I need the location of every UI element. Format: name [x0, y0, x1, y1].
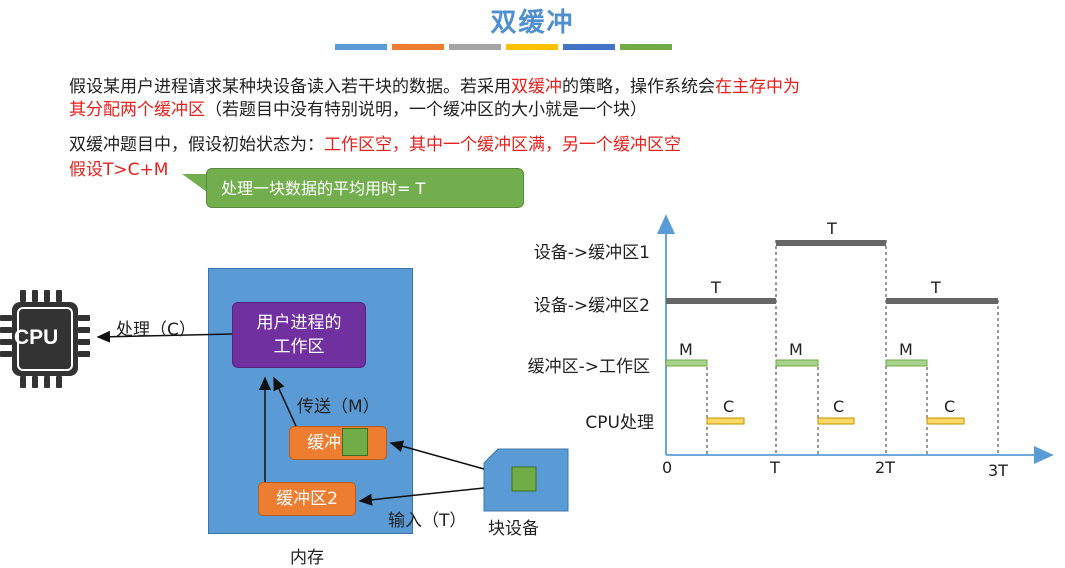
row-label-buf-work: 缓冲区->工作区: [527, 357, 650, 377]
seg-label-T-2: T: [711, 278, 721, 297]
title-color-bar-gray: [449, 44, 501, 50]
intro-line-3: 双缓冲题目中，假设初始状态为：工作区空，其中一个缓冲区满，另一个缓冲区空: [69, 135, 681, 155]
seg-label-T-1: T: [827, 219, 837, 238]
callout-pointer: [182, 174, 207, 192]
memory-label: 内存: [290, 548, 324, 568]
timeline-chart: [657, 214, 1054, 464]
intro-line-2: 其分配两个缓冲区（若题目中没有特别说明，一个缓冲区的大小就是一个块）: [69, 100, 647, 120]
title-color-bar-green: [620, 44, 672, 50]
buffer-1: 缓冲区1: [289, 426, 387, 460]
x-tick-0: 0: [662, 458, 673, 477]
x-tick-2T: 2T: [875, 458, 895, 477]
title-color-bar-yellow: [506, 44, 558, 50]
work-area-box: 用户进程的 工作区: [232, 302, 366, 368]
block-device-icon: [483, 448, 569, 512]
segment-device-buf1: [776, 240, 886, 246]
buffer-2: 缓冲区2: [258, 482, 356, 516]
segment-device-buf2-1: [666, 298, 776, 304]
process-label: 处理（C）: [116, 320, 196, 340]
seg-label-C-2: C: [833, 397, 845, 416]
row-label-device-buf2: 设备->缓冲区2: [533, 296, 650, 316]
seg-label-C-3: C: [944, 397, 956, 416]
segment-transfer-3: [885, 359, 928, 367]
segment-transfer-1: [665, 359, 708, 367]
seg-label-M-3: M: [899, 340, 913, 359]
transfer-label: 传送（M）: [297, 397, 380, 417]
cpu-chip-icon: [0, 290, 90, 388]
flow-arrows: [96, 330, 485, 506]
title-color-bar-darkblue: [563, 44, 615, 50]
x-tick-3T: 3T: [988, 461, 1008, 480]
row-label-cpu: CPU处理: [585, 413, 654, 433]
work-area-line2: 工作区: [273, 337, 325, 357]
title-color-bar-blue: [335, 44, 387, 50]
segment-cpu-2: [817, 417, 855, 425]
seg-label-T-3: T: [931, 278, 941, 297]
buffer-1-data-block: [342, 428, 368, 456]
block-device-label: 块设备: [488, 519, 539, 539]
work-area-line1: 用户进程的: [256, 313, 342, 333]
page-title: 双缓冲: [490, 8, 575, 38]
intro-line-1: 假设某用户进程请求某种块设备读入若干块的数据。若采用双缓冲的策略，操作系统会在主…: [69, 77, 800, 97]
segment-cpu-1: [706, 417, 745, 425]
input-label: 输入（T）: [388, 511, 467, 531]
x-tick-T: T: [770, 458, 780, 477]
row-label-device-buf1: 设备->缓冲区1: [533, 243, 650, 263]
assumption-text: 假设T>C+M: [69, 160, 169, 180]
seg-label-C-1: C: [723, 397, 735, 416]
callout-box: 处理一块数据的平均用时= T: [206, 168, 524, 208]
segment-device-buf2-2: [886, 298, 998, 304]
title-color-bar-orange: [392, 44, 444, 50]
seg-label-M-2: M: [789, 340, 803, 359]
segment-transfer-2: [775, 359, 819, 367]
seg-label-M-1: M: [679, 340, 693, 359]
segment-cpu-3: [926, 417, 965, 425]
cpu-label: CPU: [14, 326, 59, 349]
